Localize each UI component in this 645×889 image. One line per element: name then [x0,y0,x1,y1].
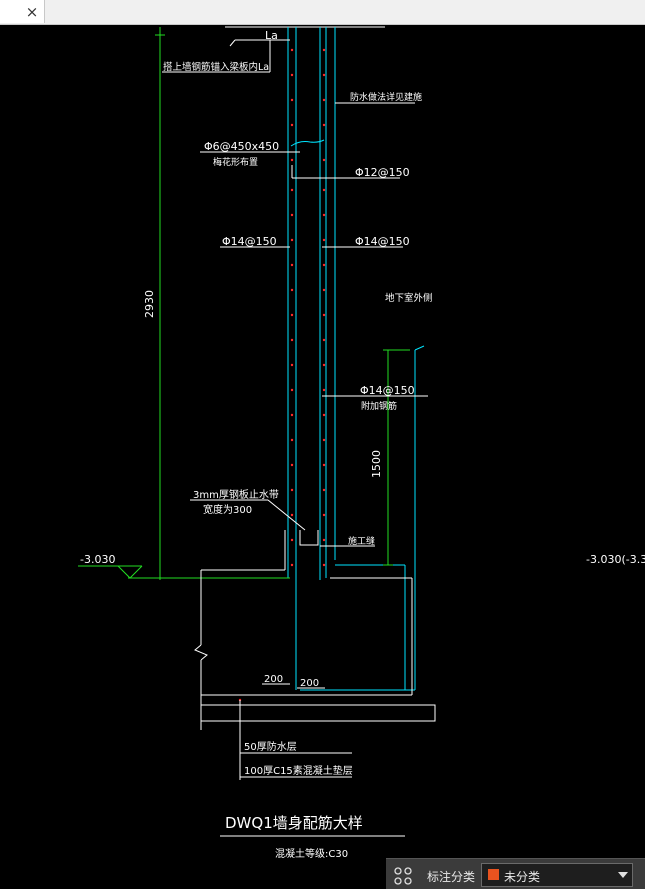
tie-bar-hook [290,139,325,147]
rebar14-right-label: Φ14@150 [355,235,410,248]
added-rebar-note: 附加钢筋 [361,400,397,412]
annotation-category-label: 标注分类 [427,870,476,884]
added-rebar-label: Φ14@150 [360,384,415,397]
construction-joint-label: 施工缝 [348,535,375,547]
elev-right-label: -3.030(-3.3 [586,553,645,566]
layer-select[interactable]: 未分类 [481,863,633,887]
document-tab-bar: × [0,0,645,25]
elev-left-label: -3.030 [80,553,115,566]
dim-2930-label: 2930 [143,290,156,318]
la-leader [229,39,236,47]
concrete-grade: 混凝土等级:C30 [275,847,348,860]
added-rebar-hook [414,345,425,351]
annotation-toolbar: 标注分类 未分类 [386,858,645,889]
waterstop-leader [267,499,306,531]
cushion-layer [200,704,436,722]
close-icon[interactable]: × [25,3,39,21]
rebar14-left-label: Φ14@150 [222,235,277,248]
la-label: La [265,29,278,42]
dim-200-b-label: 200 [300,678,319,689]
anchorage-note: 搭上墙钢筋锚入梁板内La [163,61,269,73]
waterstop-label: 3mm厚钢板止水带 [193,488,279,501]
layer-select-value: 未分类 [504,870,541,884]
chevron-down-icon [618,872,628,878]
layer-cushion-label: 100厚C15素混凝土垫层 [244,764,353,777]
grid-icon[interactable] [394,867,412,885]
dim-200-a-label: 200 [264,674,283,685]
tie-bar-note: 梅花形布置 [213,156,258,168]
dim-1500-label: 1500 [370,450,383,478]
elev-left-marker [117,565,143,579]
waterproof-note: 防水做法详见建施 [350,91,422,103]
basement-outside-label: 地下室外侧 [385,292,433,304]
layer-protect-label: 50厚防水层 [244,740,297,753]
layer-color-swatch [488,869,499,880]
waterstop-width: 宽度为300 [203,503,252,516]
drawing-title: DWQ1墙身配筋大样 [225,814,363,832]
tie-bar-label: Φ6@450x450 [204,140,279,153]
drawing-tab[interactable]: × [0,0,45,23]
rebar12-label: Φ12@150 [355,166,410,179]
break-mark [194,644,208,661]
rebar-dots [238,48,326,702]
joint-key [299,530,319,546]
